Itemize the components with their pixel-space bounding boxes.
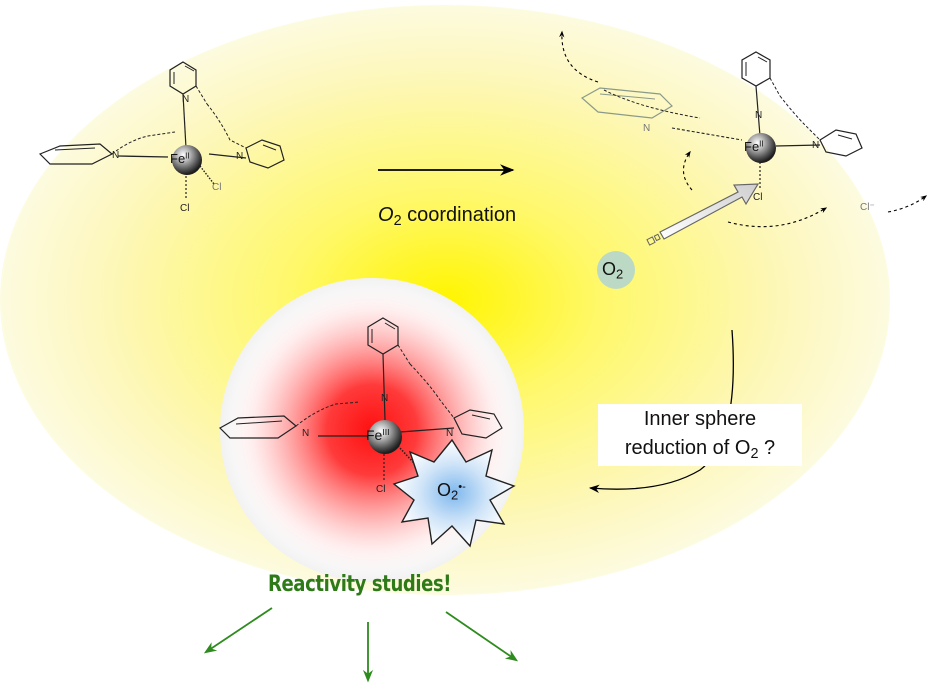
superoxide-starburst	[392, 438, 516, 548]
dashed-motion-arrow	[682, 150, 693, 191]
left-n-atom: N	[236, 151, 244, 162]
reduction-curved-arrow	[588, 329, 734, 493]
fe-atom-ball	[172, 145, 202, 175]
pyridine-ring	[819, 129, 863, 157]
left-n-atom: N	[182, 94, 190, 105]
right-cl-atom: Cl	[753, 192, 763, 203]
reactivity-arrow-left	[203, 607, 273, 654]
center-fe-label: FeIII	[366, 427, 390, 443]
reactivity-studies-label: Reactivity studies!	[268, 572, 452, 597]
inner-sphere-label: Inner sphere reduction of O2 ?	[598, 404, 802, 466]
pyridine-ring	[453, 409, 503, 439]
o2-molecule-label: O2	[602, 259, 624, 282]
reactivity-arrow-right	[445, 611, 519, 662]
left-complex	[38, 61, 285, 200]
dashed-motion-arrow	[727, 207, 828, 228]
right-n-atom: N	[755, 110, 763, 121]
o2-coordination-label: O2 coordination	[378, 204, 517, 230]
o2-approach-arrow	[646, 183, 760, 246]
left-cl-atom: Cl	[212, 182, 222, 193]
fe-atom-ball	[368, 420, 402, 454]
o2-bubble	[597, 251, 635, 289]
left-cl-atom: Cl	[180, 203, 190, 214]
detached-pyridine-ring	[580, 87, 673, 119]
center-n-atom: N	[381, 393, 389, 404]
center-n-atom: N	[446, 428, 454, 439]
dashed-motion-arrow	[559, 30, 599, 83]
left-fe-label: FeII	[170, 151, 190, 166]
pyridine-ring	[245, 139, 285, 169]
dashed-motion-arrow	[887, 195, 928, 213]
center-n-atom: N	[302, 428, 310, 439]
fe-atom-ball	[746, 133, 776, 163]
right-complex	[559, 30, 928, 228]
right-fe-label: FeII	[744, 139, 764, 154]
superoxide-label: O2•-	[437, 480, 466, 503]
right-n-atom: N	[812, 140, 820, 151]
right-n-atom: N	[643, 123, 651, 134]
left-n-atom: N	[112, 150, 120, 161]
free-chloride-label: Cl⁻	[860, 202, 875, 213]
center-cl-atom: Cl	[376, 484, 386, 495]
